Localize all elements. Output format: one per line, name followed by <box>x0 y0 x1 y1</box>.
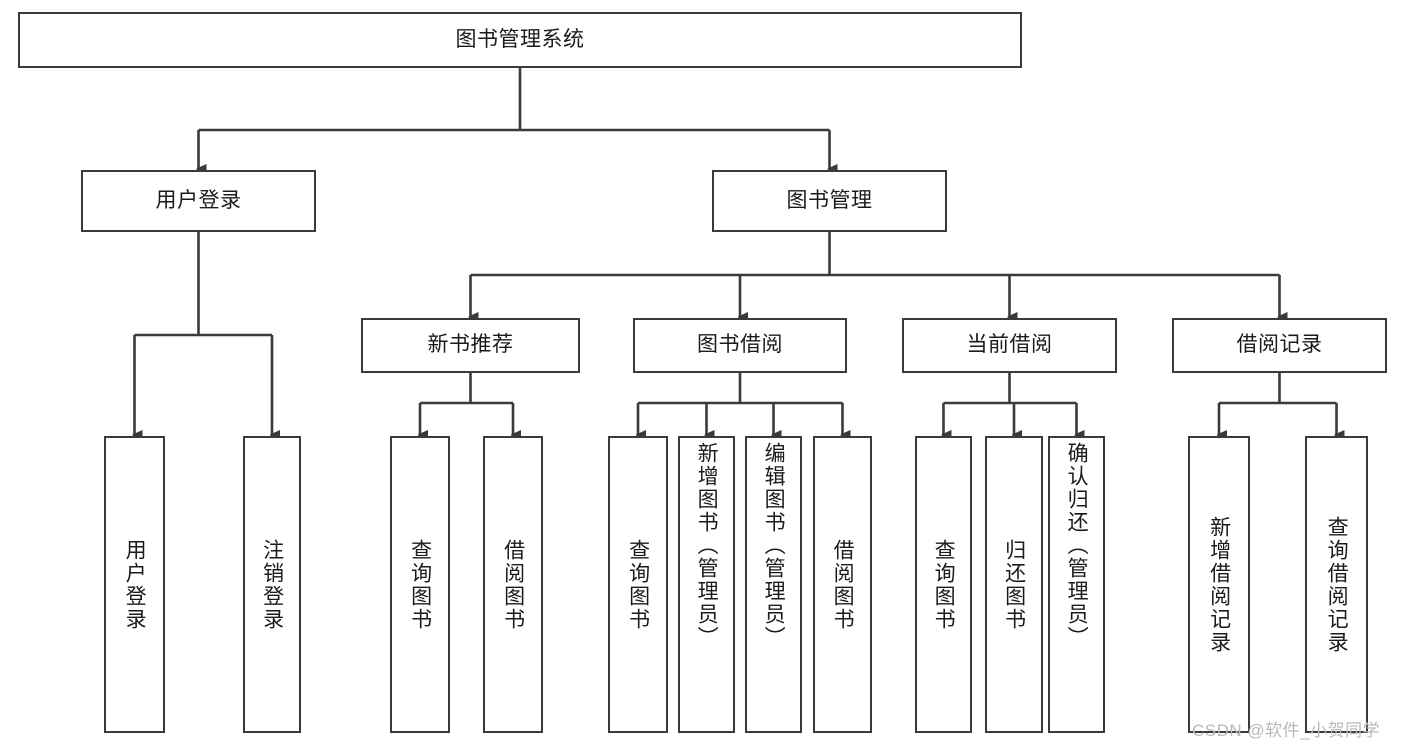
node-leaf-add-book[interactable]: 新增图书（管理员） <box>678 436 735 733</box>
node-leaf-query-record[interactable]: 查询借阅记录 <box>1305 436 1368 733</box>
node-leaf-borrow-book-1[interactable]: 借阅图书 <box>483 436 543 733</box>
node-leaf-confirm-return[interactable]: 确认归还（管理员） <box>1048 436 1105 733</box>
node-leaf-add-book-label: 新增图书（管理员） <box>695 442 719 649</box>
csdn-watermark: CSDN @软件_小贺同学 <box>1192 721 1381 740</box>
node-user-login[interactable]: 用户登录 <box>81 170 316 232</box>
node-book-borrow[interactable]: 图书借阅 <box>633 318 847 373</box>
node-leaf-query-book-3[interactable]: 查询图书 <box>915 436 972 733</box>
node-borrow-record[interactable]: 借阅记录 <box>1172 318 1387 373</box>
node-leaf-return-book-label: 归还图书 <box>1002 538 1026 631</box>
node-new-book-rec[interactable]: 新书推荐 <box>361 318 580 373</box>
node-book-manage-label: 图书管理 <box>786 188 873 212</box>
node-leaf-user-logout-label: 注销登录 <box>260 538 284 631</box>
node-leaf-user-logout[interactable]: 注销登录 <box>243 436 301 733</box>
node-leaf-add-record-label: 新增借阅记录 <box>1207 515 1231 654</box>
node-leaf-edit-book-label: 编辑图书（管理员） <box>762 442 786 649</box>
node-root[interactable]: 图书管理系统 <box>18 12 1022 68</box>
node-root-label: 图书管理系统 <box>455 27 585 51</box>
node-leaf-query-book-2[interactable]: 查询图书 <box>608 436 668 733</box>
node-leaf-borrow-book-2-label: 借阅图书 <box>831 538 855 631</box>
node-leaf-add-record[interactable]: 新增借阅记录 <box>1188 436 1250 733</box>
node-book-manage[interactable]: 图书管理 <box>712 170 947 232</box>
node-leaf-query-book-1[interactable]: 查询图书 <box>390 436 450 733</box>
node-leaf-confirm-return-label: 确认归还（管理员） <box>1065 442 1089 649</box>
node-leaf-user-login-label: 用户登录 <box>123 538 147 631</box>
node-leaf-query-record-label: 查询借阅记录 <box>1325 515 1349 654</box>
node-user-login-label: 用户登录 <box>155 188 242 212</box>
node-leaf-query-book-1-label: 查询图书 <box>408 538 432 631</box>
node-leaf-edit-book[interactable]: 编辑图书（管理员） <box>745 436 802 733</box>
node-current-borrow[interactable]: 当前借阅 <box>902 318 1117 373</box>
node-leaf-user-login[interactable]: 用户登录 <box>104 436 165 733</box>
node-leaf-query-book-2-label: 查询图书 <box>626 538 650 631</box>
node-book-borrow-label: 图书借阅 <box>697 333 783 357</box>
node-new-book-rec-label: 新书推荐 <box>427 333 514 357</box>
node-leaf-borrow-book-1-label: 借阅图书 <box>501 538 525 631</box>
node-leaf-query-book-3-label: 查询图书 <box>932 538 956 631</box>
node-leaf-return-book[interactable]: 归还图书 <box>985 436 1043 733</box>
node-borrow-record-label: 借阅记录 <box>1236 333 1323 357</box>
node-current-borrow-label: 当前借阅 <box>966 333 1053 357</box>
node-leaf-borrow-book-2[interactable]: 借阅图书 <box>813 436 872 733</box>
